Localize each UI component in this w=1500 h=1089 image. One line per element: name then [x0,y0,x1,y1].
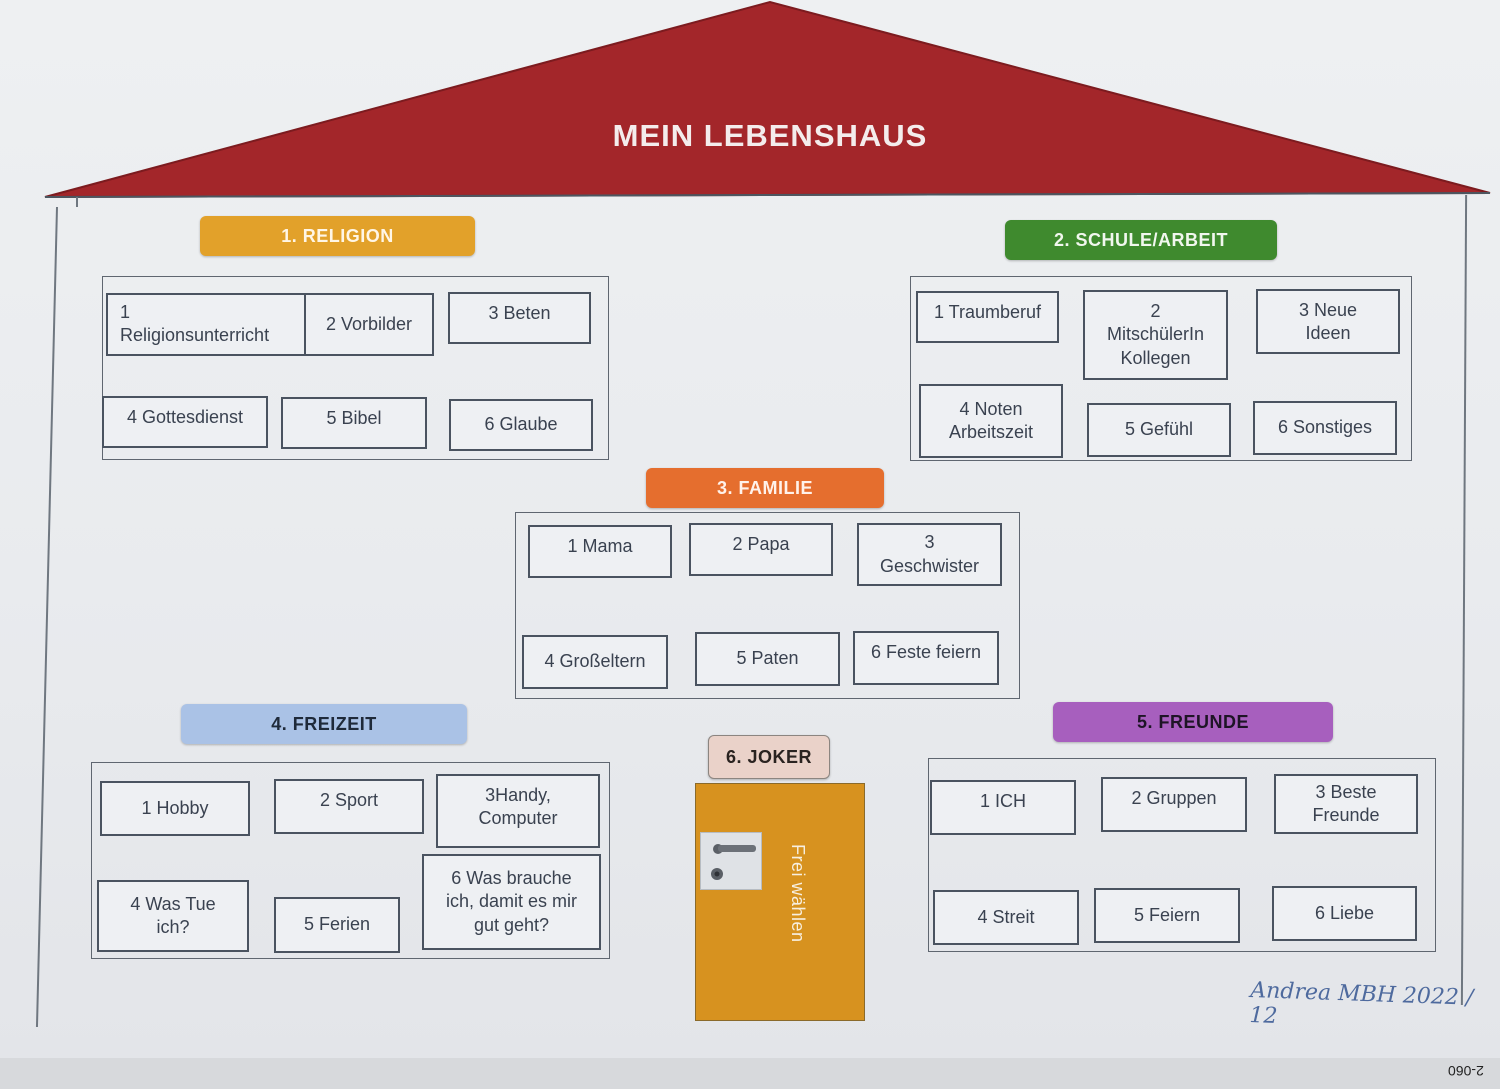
item-familie-1: 1 Mama [528,525,672,578]
door-label: Frei wählen [788,844,808,943]
worksheet: MEIN LEBENSHAUS 1. RELIGION 1 Religionsu… [0,0,1500,1060]
group-freunde: 1 ICH 2 Gruppen 3 Beste Freunde 4 Streit… [928,758,1436,952]
item-schule-6: 6 Sonstiges [1253,401,1397,455]
header-schule-arbeit: 2. SCHULE/ARBEIT [1005,220,1277,260]
house-roof [44,0,1491,198]
item-familie-4: 4 Großeltern [522,635,668,689]
house-wall-left-lower [35,207,58,1027]
item-freizeit-6: 6 Was brauche ich, damit es mir gut geht… [422,854,601,950]
page-code: 2-060 [1448,1063,1484,1079]
item-familie-3: 3 Geschwister [857,523,1002,586]
item-schule-5: 5 Gefühl [1087,403,1231,457]
item-familie-5: 5 Paten [695,632,840,686]
item-familie-6: 6 Feste feiern [853,631,999,685]
house-wall-right [1460,195,1468,1005]
item-freunde-3: 3 Beste Freunde [1274,774,1418,834]
item-freunde-1: 1 ICH [930,780,1076,835]
item-freunde-6: 6 Liebe [1272,886,1417,941]
signature: Andrea MBH 2022 / 12 [1249,977,1474,1029]
binder-strip [0,1058,1500,1089]
item-freizeit-1: 1 Hobby [100,781,250,836]
item-religion-2: 2 Vorbilder [304,293,434,356]
item-religion-6: 6 Glaube [449,399,593,451]
item-religion-4: 4 Gottesdienst [102,396,268,448]
item-familie-2: 2 Papa [689,523,833,576]
item-freunde-4: 4 Streit [933,890,1079,945]
item-freunde-5: 5 Feiern [1094,888,1240,943]
header-freizeit: 4. FREIZEIT [181,704,467,744]
door: Frei wählen [695,783,865,1021]
header-religion: 1. RELIGION [200,216,475,256]
header-joker: 6. JOKER [708,735,830,779]
group-familie: 1 Mama 2 Papa 3 Geschwister 4 Großeltern… [515,512,1020,699]
group-religion: 1 Religionsunterricht 2 Vorbilder 3 Bete… [102,276,609,460]
item-schule-2: 2 MitschülerIn Kollegen [1083,290,1228,380]
item-religion-1: 1 Religionsunterricht [106,293,306,356]
item-freizeit-2: 2 Sport [274,779,424,834]
page-title: MEIN LEBENSHAUS [612,118,928,153]
item-religion-3: 3 Beten [448,292,591,344]
item-religion-5: 5 Bibel [281,397,427,449]
item-freizeit-3: 3Handy, Computer [436,774,600,848]
item-schule-1: 1 Traumberuf [916,291,1059,343]
house-wall-left [76,197,78,207]
group-schule-arbeit: 1 Traumberuf 2 MitschülerIn Kollegen 3 N… [910,276,1412,461]
group-freizeit: 1 Hobby 2 Sport 3Handy, Computer 4 Was T… [91,762,610,959]
door-handle-icon [700,832,762,890]
item-schule-4: 4 Noten Arbeitszeit [919,384,1063,458]
header-familie: 3. FAMILIE [646,468,884,508]
item-freunde-2: 2 Gruppen [1101,777,1247,832]
item-freizeit-4: 4 Was Tue ich? [97,880,249,952]
item-freizeit-5: 5 Ferien [274,897,400,953]
header-freunde: 5. FREUNDE [1053,702,1333,742]
item-schule-3: 3 Neue Ideen [1256,289,1400,354]
